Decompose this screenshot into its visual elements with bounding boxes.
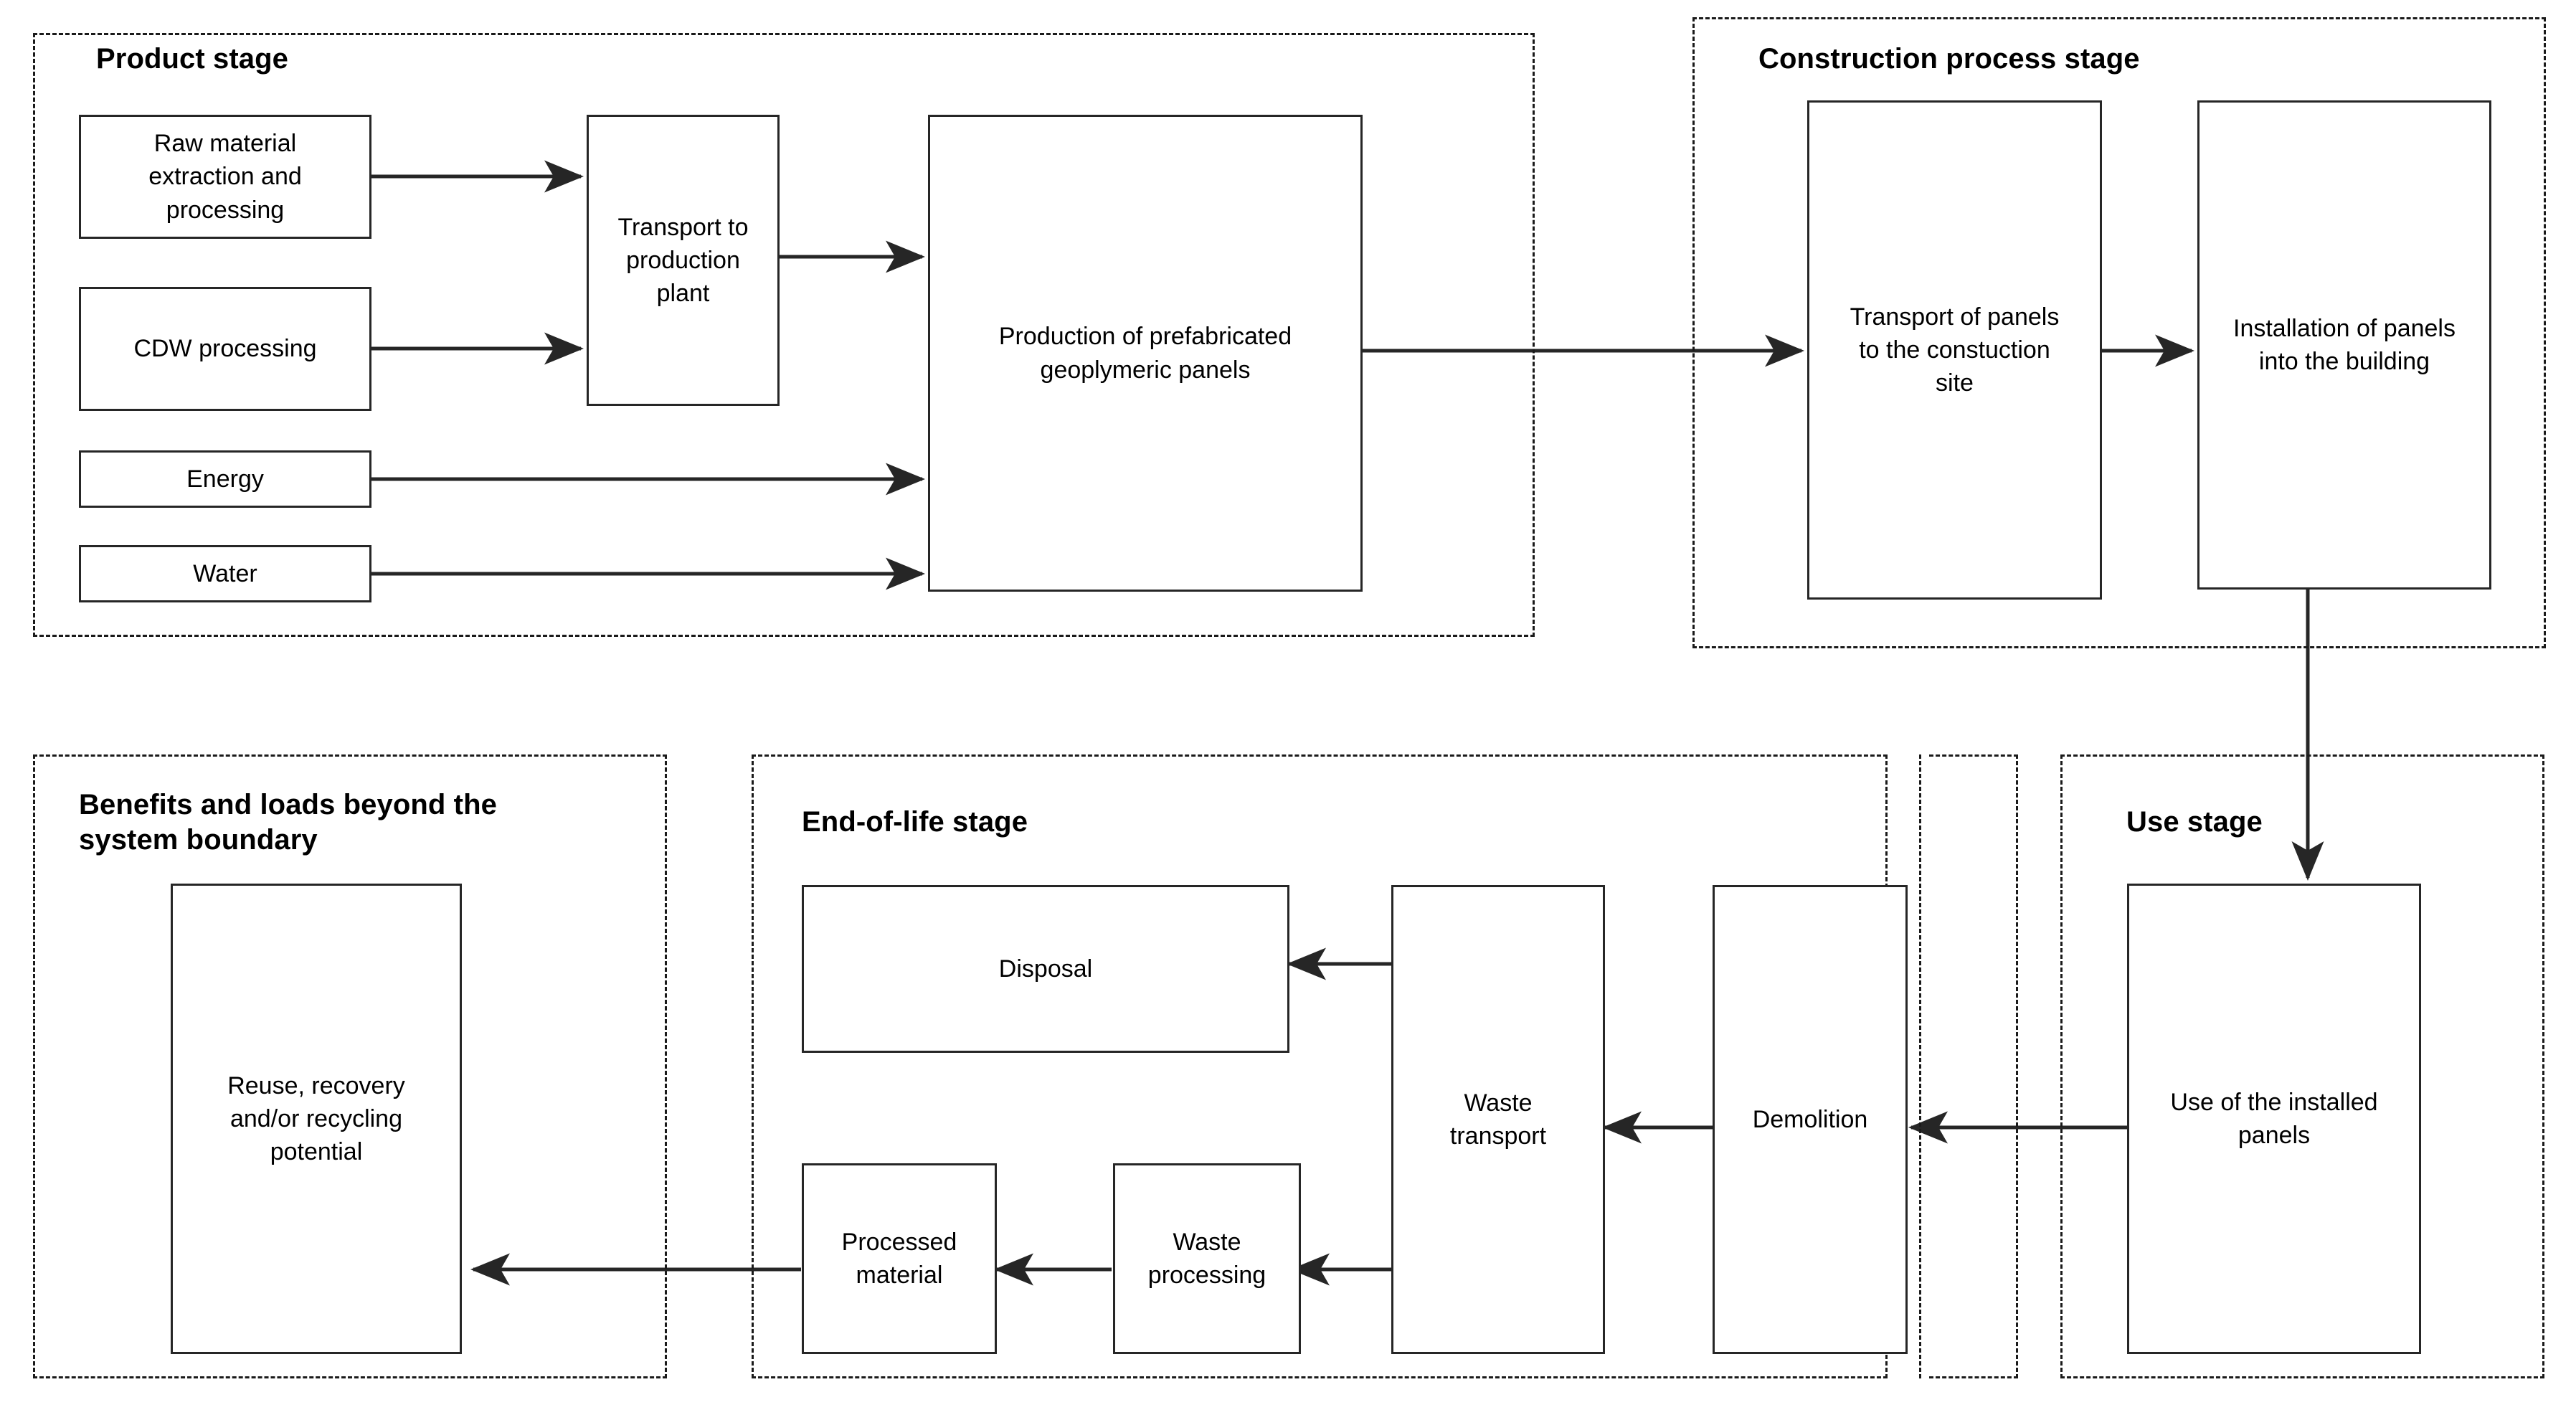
node-production-of-panels[interactable]: Production of prefabricated geoplymeric … — [928, 115, 1363, 592]
stage-group-use — [2060, 754, 2544, 1378]
stage-group-demolition-left-edge — [1919, 754, 1921, 1378]
node-processed-material[interactable]: Processed material — [802, 1163, 997, 1354]
node-label-raw-material: Raw material extraction and processing — [148, 130, 302, 224]
node-label-waste-transport: Waste transport — [1449, 1089, 1547, 1150]
stage-title-use: Use stage — [2126, 806, 2263, 838]
node-demolition[interactable]: Demolition — [1713, 885, 1908, 1354]
node-energy[interactable]: Energy — [79, 450, 371, 508]
node-label-transport-site: Transport of panels to the constuction s… — [1850, 303, 2060, 397]
node-transport-to-construction-site[interactable]: Transport of panels to the constuction s… — [1807, 100, 2102, 600]
stage-group-construction — [1692, 17, 2546, 648]
node-label-processed-material: Processed material — [841, 1228, 957, 1289]
node-label-transport-plant: Transport to production plant — [617, 213, 749, 308]
node-label-cdw-processing: CDW processing — [133, 335, 317, 363]
stage-title-construction: Construction process stage — [1758, 43, 2140, 75]
node-label-demolition: Demolition — [1752, 1105, 1868, 1133]
stage-group-product — [33, 33, 1535, 637]
node-label-disposal: Disposal — [998, 955, 1093, 983]
node-use-of-installed-panels[interactable]: Use of the installed panels — [2127, 884, 2421, 1354]
node-transport-to-production-plant[interactable]: Transport to production plant — [587, 115, 780, 406]
node-label-reuse-recovery: Reuse, recovery and/or recycling potenti… — [227, 1071, 405, 1166]
node-waste-processing[interactable]: Waste processing — [1113, 1163, 1301, 1354]
node-label-use-panels: Use of the installed panels — [2170, 1088, 2378, 1149]
node-label-water: Water — [193, 559, 257, 587]
node-label-waste-processing: Waste processing — [1147, 1228, 1266, 1289]
node-label-production: Production of prefabricated geoplymeric … — [998, 323, 1292, 384]
stage-title-end-of-life: End-of-life stage — [802, 806, 1028, 838]
node-cdw-processing[interactable]: CDW processing — [79, 287, 371, 411]
node-waste-transport[interactable]: Waste transport — [1391, 885, 1605, 1354]
node-water[interactable]: Water — [79, 545, 371, 602]
node-disposal[interactable]: Disposal — [802, 885, 1289, 1053]
node-installation-of-panels[interactable]: Installation of panels into the building — [2197, 100, 2491, 590]
stage-group-benefits — [33, 754, 667, 1378]
node-reuse-recovery-recycling[interactable]: Reuse, recovery and/or recycling potenti… — [171, 884, 462, 1354]
node-label-installation: Installation of panels into the building — [2233, 314, 2456, 375]
node-raw-material-extraction[interactable]: Raw material extraction and processing — [79, 115, 371, 239]
stage-title-product: Product stage — [96, 43, 289, 75]
stage-title-benefits: Benefits and loads beyond the system bou… — [79, 789, 497, 856]
stage-group-demolition — [1929, 754, 2018, 1378]
node-label-energy: Energy — [186, 465, 264, 493]
